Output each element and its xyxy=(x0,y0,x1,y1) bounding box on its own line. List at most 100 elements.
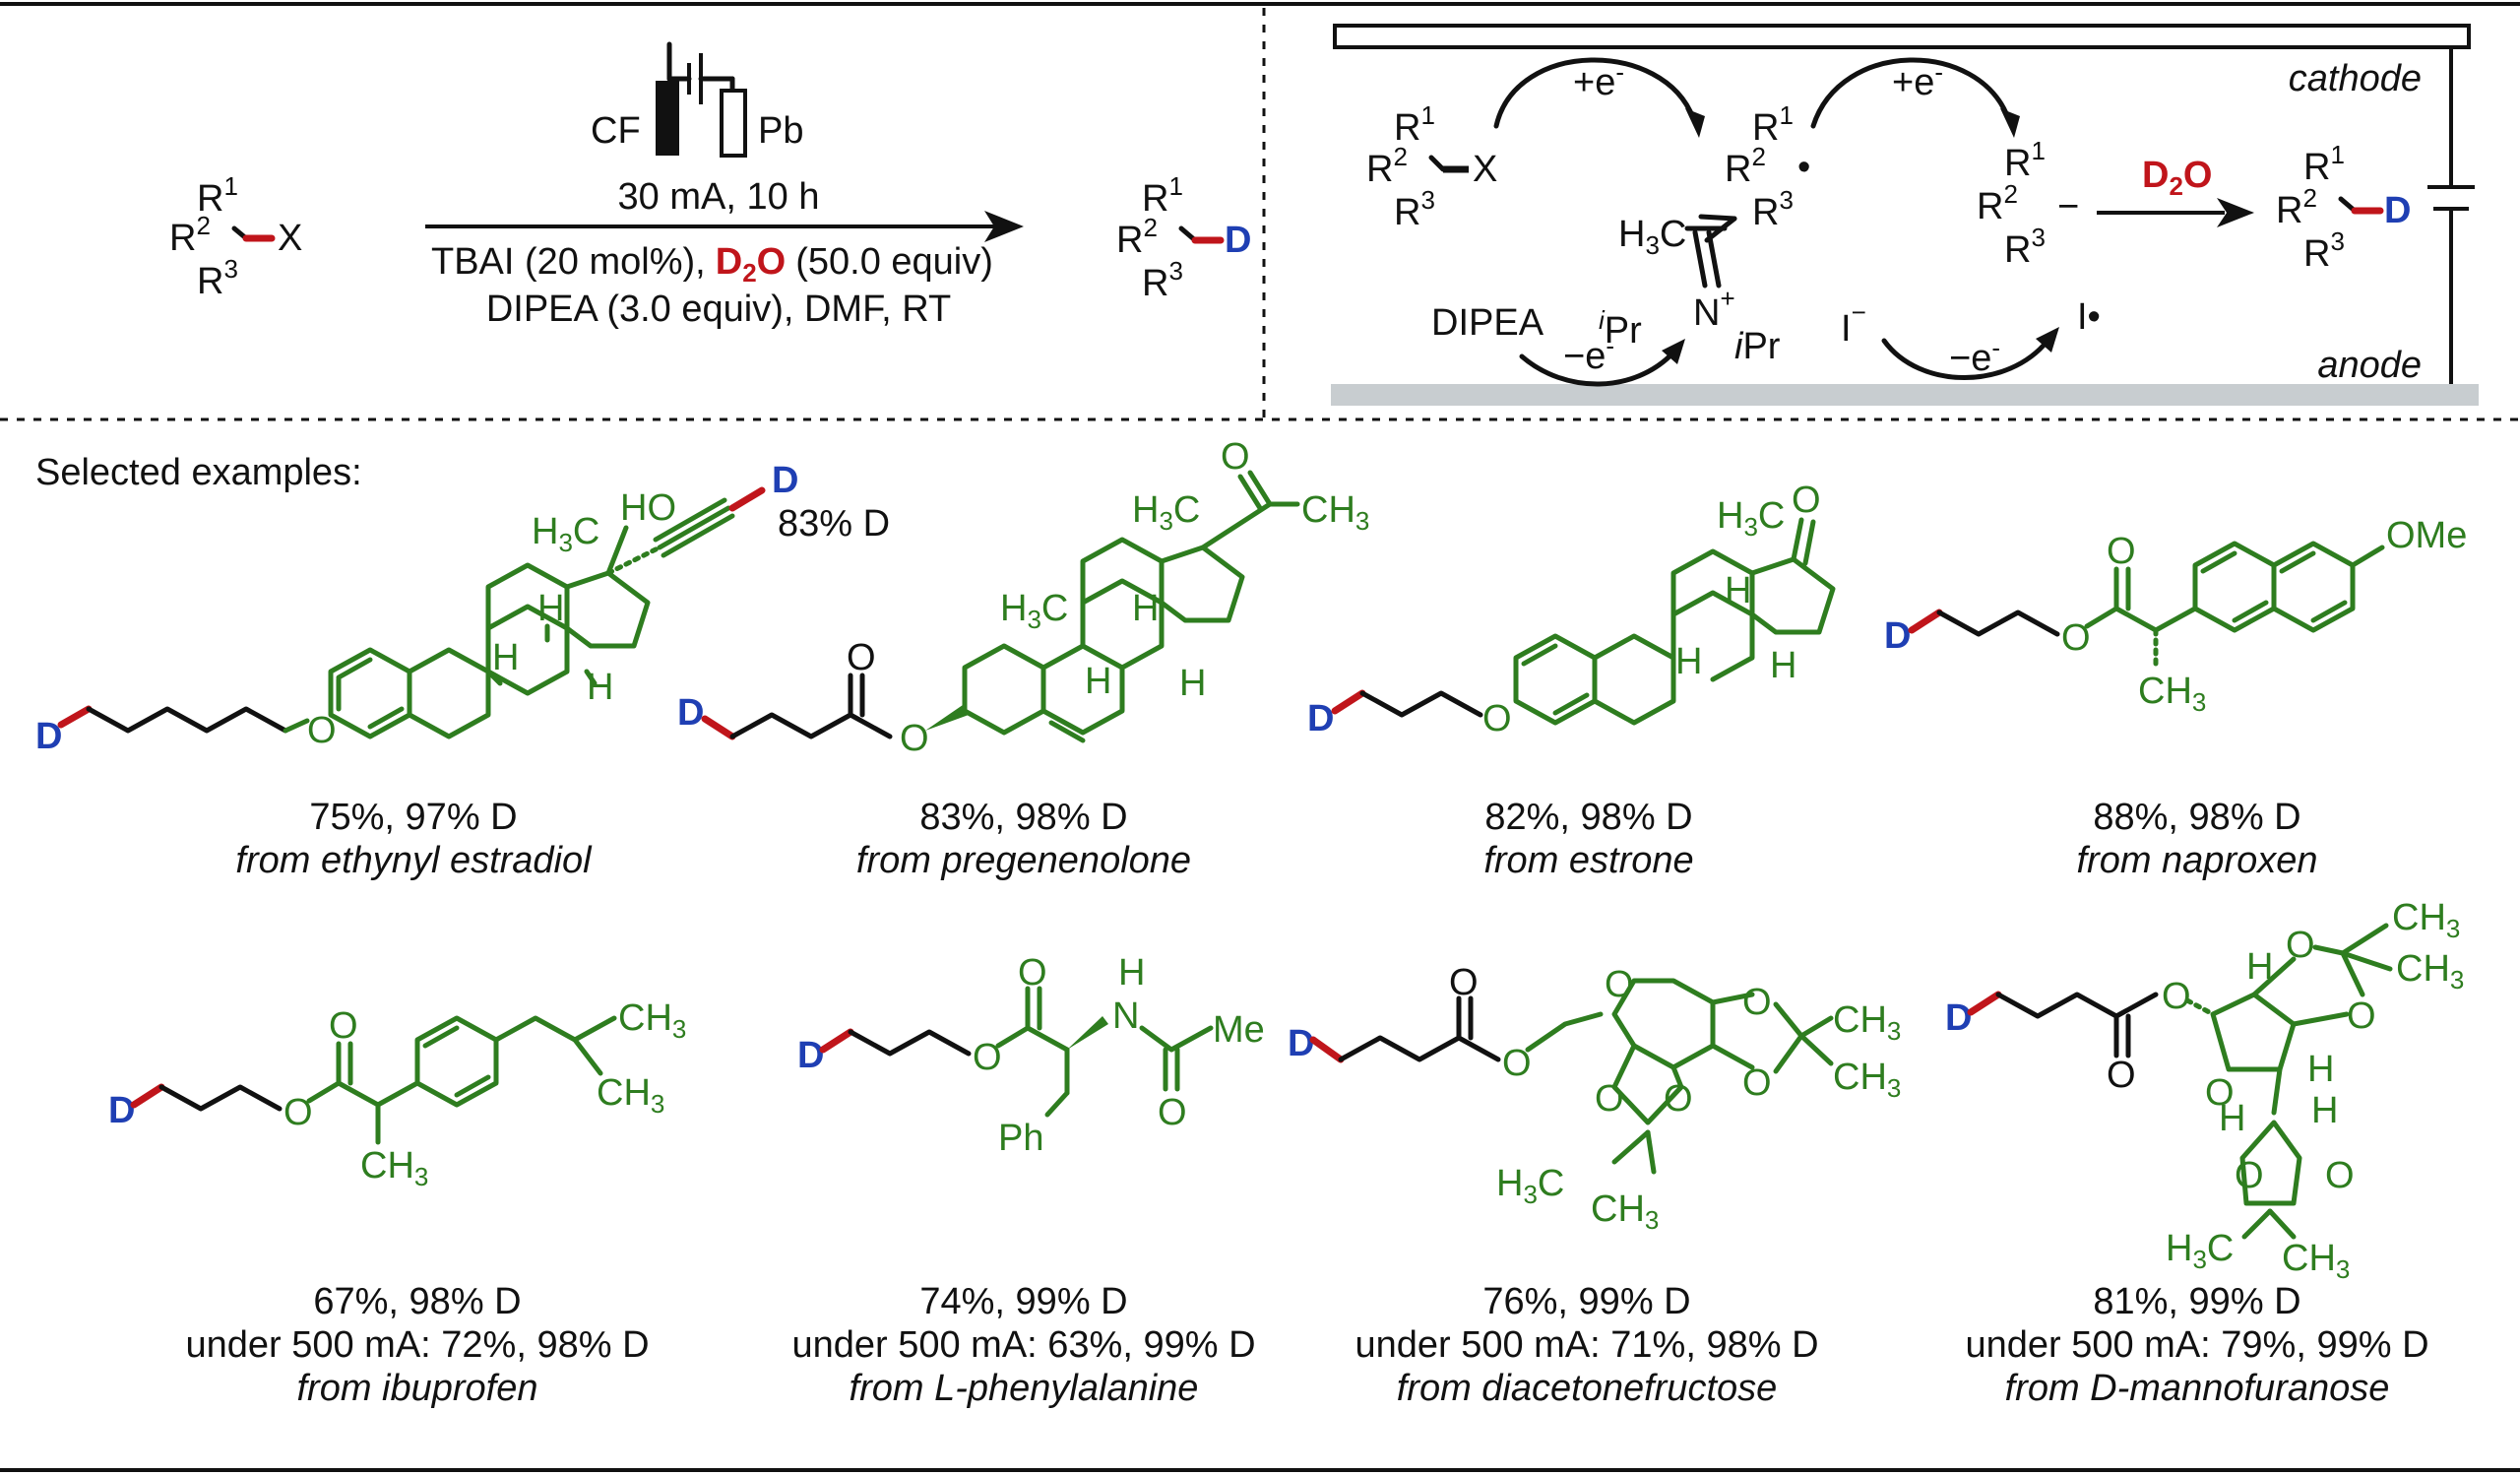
source-7: from diacetonefructose xyxy=(1397,1368,1778,1409)
yield-8: 81%, 99% D xyxy=(2093,1281,2300,1322)
svg-text:+e-: +e- xyxy=(1573,57,1624,103)
svg-text:R2: R2 xyxy=(1725,142,1766,190)
svg-text:O: O xyxy=(2107,531,2136,572)
svg-text:O: O xyxy=(847,637,876,678)
example-phenylalanine: D O O N H O Me Ph xyxy=(797,952,1265,1159)
svg-text:•: • xyxy=(1797,147,1810,188)
svg-text:CH3: CH3 xyxy=(360,1145,428,1191)
svg-text:Pb: Pb xyxy=(758,110,803,152)
svg-text:CH3: CH3 xyxy=(2282,1238,2350,1284)
source-1: from ethynyl estradiol xyxy=(235,840,593,881)
svg-text:I−: I− xyxy=(1841,297,1866,350)
alt-8: under 500 mA: 79%, 99% D xyxy=(1965,1324,2428,1366)
svg-text:−e-: −e- xyxy=(1563,331,1614,377)
substrate: R1 R2 R3 X xyxy=(169,171,302,302)
svg-text:H: H xyxy=(1675,641,1702,682)
svg-text:D: D xyxy=(1225,220,1251,261)
svg-text:H: H xyxy=(2307,1049,2334,1090)
svg-text:D: D xyxy=(1307,698,1334,739)
svg-text:O: O xyxy=(2325,1155,2355,1196)
svg-text:O: O xyxy=(1018,952,1047,994)
yield-5: 67%, 98% D xyxy=(313,1281,521,1322)
svg-text:+e-: +e- xyxy=(1892,57,1943,103)
svg-text:−: − xyxy=(2057,186,2079,227)
svg-text:O: O xyxy=(973,1037,1002,1078)
svg-text:O: O xyxy=(900,718,929,759)
svg-text:R3: R3 xyxy=(2303,226,2345,275)
alt-6: under 500 mA: 63%, 99% D xyxy=(791,1324,1255,1366)
svg-text:R3: R3 xyxy=(1142,256,1183,304)
svg-text:D: D xyxy=(677,692,704,734)
yield-3: 82%, 98% D xyxy=(1484,797,1692,838)
svg-text:O: O xyxy=(1449,962,1479,1003)
svg-text:Me: Me xyxy=(1213,1009,1265,1051)
svg-text:R2: R2 xyxy=(169,211,211,259)
dipea-condition: DIPEA (3.0 equiv), DMF, RT xyxy=(486,289,951,330)
svg-text:O: O xyxy=(1742,982,1772,1023)
svg-text:CH3: CH3 xyxy=(2396,948,2464,995)
example-mannofuranose: D O O O H H O O CH3 CH3 H H O O H3C CH3 xyxy=(1945,897,2464,1284)
svg-text:D2O: D2O xyxy=(2142,155,2212,201)
svg-text:O: O xyxy=(1221,436,1250,478)
svg-text:CH3: CH3 xyxy=(618,997,686,1044)
svg-text:H3C: H3C xyxy=(1000,588,1068,634)
svg-text:O: O xyxy=(1595,1078,1624,1120)
svg-text:H3C: H3C xyxy=(1496,1163,1564,1209)
tbai-condition: TBAI (20 mol%),D2O(50.0 equiv) xyxy=(431,241,993,288)
svg-text:D: D xyxy=(35,716,62,757)
svg-text:R3: R3 xyxy=(2004,223,2046,271)
svg-text:H: H xyxy=(2311,1090,2338,1131)
svg-text:D: D xyxy=(108,1090,135,1131)
svg-text:H: H xyxy=(2219,1098,2245,1139)
svg-text:H3C: H3C xyxy=(532,511,599,557)
svg-text:H: H xyxy=(1725,570,1751,611)
svg-text:R1: R1 xyxy=(2004,136,2046,184)
example-naproxen: D O O CH3 OMe xyxy=(1884,515,2467,717)
svg-text:O: O xyxy=(2162,976,2191,1017)
svg-text:D: D xyxy=(1288,1023,1314,1064)
svg-text:DIPEA: DIPEA xyxy=(1431,302,1544,344)
svg-text:iPr: iPr xyxy=(1599,305,1642,352)
svg-text:CH3: CH3 xyxy=(1833,999,1901,1046)
svg-text:O: O xyxy=(2235,1155,2264,1196)
svg-text:H: H xyxy=(1132,588,1159,629)
yield-2: 83%, 98% D xyxy=(919,797,1127,838)
svg-text:D: D xyxy=(2384,190,2411,231)
svg-text:O: O xyxy=(2107,1055,2136,1096)
svg-text:H3C: H3C xyxy=(1618,214,1686,260)
product: R1 R2 R3 D xyxy=(1116,171,1251,304)
anode-plate xyxy=(1331,384,2479,406)
svg-text:O: O xyxy=(329,1005,358,1047)
yield-1: 75%, 97% D xyxy=(309,797,517,838)
svg-text:D: D xyxy=(772,460,798,501)
svg-text:H3C: H3C xyxy=(2166,1228,2234,1274)
example-ibuprofen: D O O CH3 CH3 CH3 xyxy=(108,997,686,1191)
svg-text:CH3: CH3 xyxy=(1833,1057,1901,1103)
source-8: from D-mannofuranose xyxy=(2005,1368,2390,1409)
svg-text:D: D xyxy=(1945,997,1972,1039)
electrode-icon: CF Pb xyxy=(591,41,803,158)
svg-text:H: H xyxy=(1770,645,1796,686)
svg-text:CH3: CH3 xyxy=(597,1072,664,1119)
svg-text:I•: I• xyxy=(2077,296,2101,338)
svg-text:iPr: iPr xyxy=(1734,326,1781,367)
svg-text:O: O xyxy=(1742,1062,1772,1104)
svg-text:R1: R1 xyxy=(1394,100,1435,149)
example-pregnenolone: D O O H3C H3C O CH3 H H H xyxy=(677,436,1369,759)
yield-7: 76%, 99% D xyxy=(1482,1281,1690,1322)
alt-7: under 500 mA: 71%, 98% D xyxy=(1354,1324,1818,1366)
svg-text:R2: R2 xyxy=(1977,179,2018,227)
svg-text:O: O xyxy=(284,1092,313,1133)
alt-5: under 500 mA: 72%, 98% D xyxy=(185,1324,649,1366)
svg-text:O: O xyxy=(2061,617,2091,659)
examples-title: Selected examples: xyxy=(35,452,362,493)
cathode-plate xyxy=(1333,24,2471,49)
source-2: from pregenenolone xyxy=(856,840,1191,881)
svg-text:R1: R1 xyxy=(1752,100,1794,149)
svg-text:R3: R3 xyxy=(1752,185,1794,233)
svg-text:HO: HO xyxy=(620,487,676,529)
svg-text:CH3: CH3 xyxy=(2392,897,2460,943)
example-ethynyl-estradiol: D O H3C HO D 83% D H H H xyxy=(35,460,890,757)
svg-text:Ph: Ph xyxy=(998,1118,1043,1159)
